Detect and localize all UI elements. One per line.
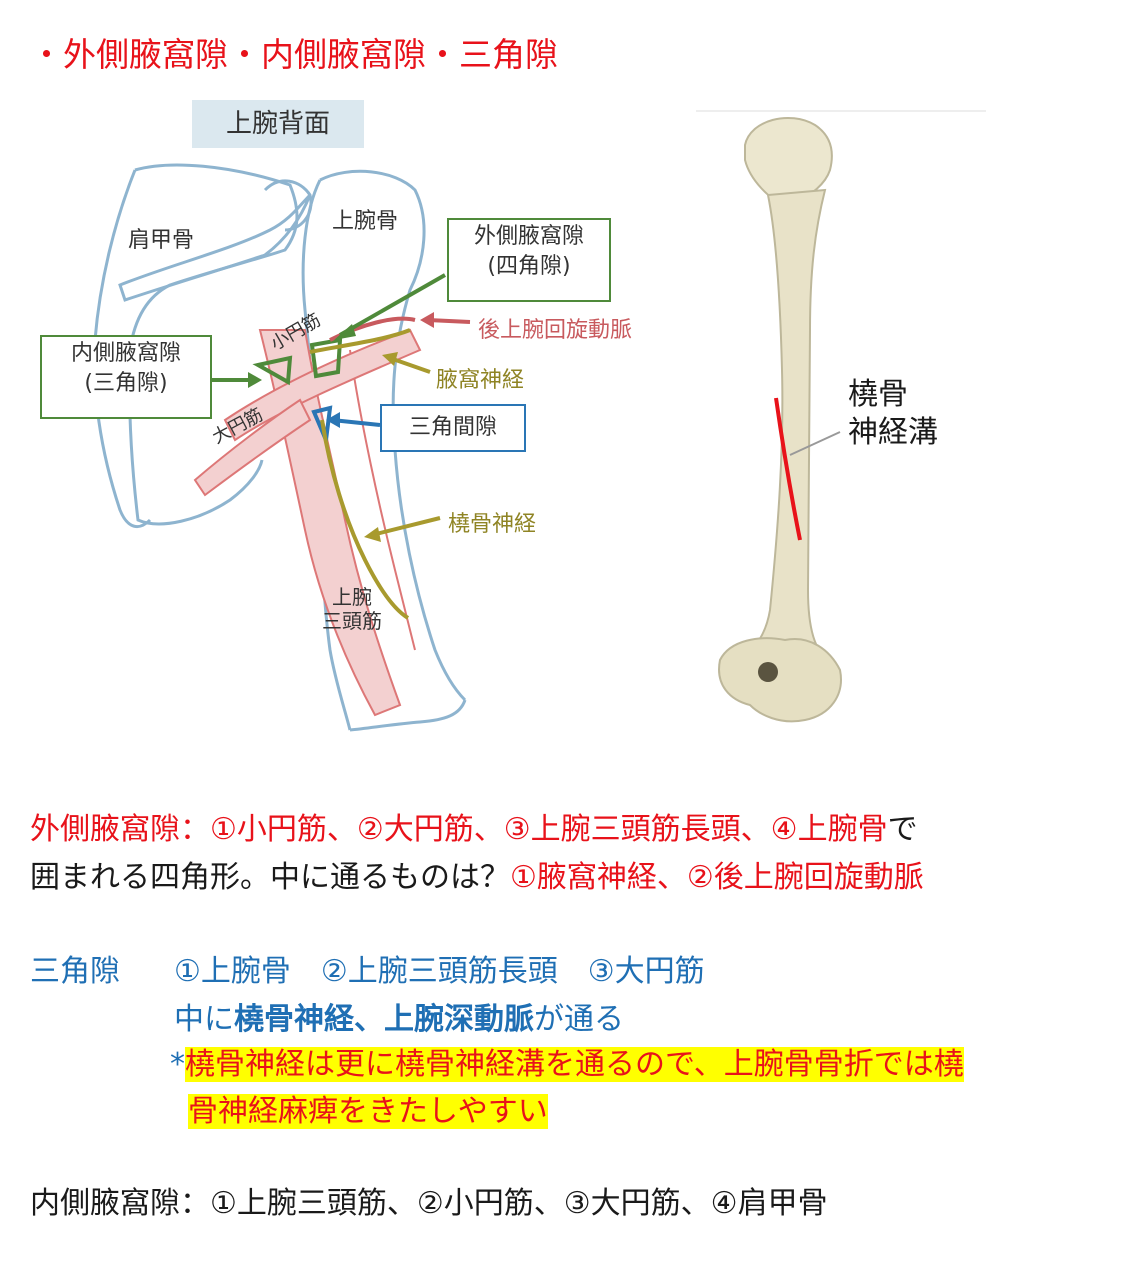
bone-head: [744, 116, 833, 207]
label-triceps-line1: 上腕: [332, 585, 372, 609]
bone-fossa: [758, 662, 778, 682]
medial-space-box: 内側腋窩隙 (三角隙): [40, 335, 212, 419]
lateral-pointer: [339, 273, 446, 337]
radial-groove-label-line1: 橈骨: [848, 377, 908, 412]
radial-groove-label-line2: 神経溝: [848, 415, 938, 450]
lateral-question: 囲まれる四角形。中に通るものは？: [30, 860, 510, 895]
medial-pointer-head: [248, 372, 262, 388]
lateral-box-line2: (四角隙): [487, 254, 571, 279]
page-heading: ・外側腋窩隙・内側腋窩隙・三角隙: [30, 35, 558, 74]
triangular-space-outline: [252, 355, 293, 386]
radial-groove-label: 橈骨 神経溝: [848, 376, 938, 452]
radial-groove: [774, 397, 802, 541]
triangular-passage-bold: 橈骨神経、上腕深動脈: [234, 1002, 534, 1037]
radial-pointer-head: [364, 527, 381, 542]
lateral-line1: 外側腋窩隙：①小円筋、②大円筋、③上腕三頭筋長頭、④上腕骨で: [30, 808, 918, 852]
medial-box-line1: 内側腋窩隙: [70, 341, 181, 366]
triangular-note-line2: 骨神経麻痺をきたしやすい: [188, 1090, 548, 1134]
acromion: [263, 179, 313, 232]
shoulder-diagram: [0, 90, 700, 750]
axillary-pointer-head: [382, 352, 398, 366]
radial-nerve-line: [320, 419, 410, 620]
humerus-elbow: [349, 699, 467, 732]
label-axillary-nerve: 腋窩神経: [436, 368, 525, 393]
humerus-bone-figure: [690, 110, 990, 730]
medial-definition: 内側腋窩隙：①上腕三頭筋、②小円筋、③大円筋、④肩甲骨: [30, 1186, 828, 1221]
label-humerus: 上腕骨: [332, 209, 399, 234]
lateral-definition-tail: で: [887, 812, 918, 847]
artery-pointer: [427, 318, 471, 324]
radial-pointer: [371, 516, 441, 537]
humerus-outline: [319, 169, 467, 702]
axillary-nerve-line: [309, 328, 411, 354]
scapula-outline: [127, 163, 299, 526]
lateral-space-box: 外側腋窩隙 (四角隙): [447, 218, 611, 302]
lateral-box-line1: 外側腋窩隙: [473, 224, 584, 249]
triangular-passage: 中に橈骨神経、上腕深動脈が通る: [174, 998, 624, 1042]
lateral-line2: 囲まれる四角形。中に通るものは？①腋窩神経、②後上腕回旋動脈: [30, 856, 924, 900]
medial-box-line2: (三角隙): [84, 371, 168, 396]
quadrangular-space-outline: [309, 337, 343, 379]
lateral-definition: 外側腋窩隙：①小円筋、②大円筋、③上腕三頭筋長頭、④上腕骨: [30, 812, 888, 847]
triangular-passage-post: が通る: [534, 1002, 624, 1037]
triangular-label: 三角隙: [30, 954, 120, 989]
triangular-passage-pre: 中に: [174, 1002, 234, 1037]
interval-pointer-head: [326, 412, 340, 428]
triangular-items: ①上腕骨 ②上腕三頭筋長頭 ③大円筋: [174, 954, 705, 989]
diagram-title: 上腕背面: [192, 100, 364, 148]
lateral-answer: ①腋窩神経、②後上腕回旋動脈: [510, 860, 924, 895]
label-radial-nerve: 橈骨神経: [448, 512, 537, 537]
note-text-line2: 骨神経麻痺をきたしやすい: [188, 1094, 548, 1129]
lateral-pointer-head: [334, 324, 356, 340]
label-scapula: 肩甲骨: [128, 228, 195, 253]
humerus-bone-illustration: [696, 110, 986, 723]
triceps-lateral: [349, 349, 416, 651]
label-triceps: 上腕 三頭筋: [322, 585, 382, 633]
bone-distal-end: [718, 637, 842, 723]
note-star: *: [170, 1047, 185, 1082]
shoulder-illustration: [92, 163, 471, 732]
artery-pointer-head: [420, 312, 434, 328]
groove-pointer: [789, 431, 841, 456]
triangular-interval-box: 三角間隙: [380, 404, 526, 452]
note-text-line1: 橈骨神経は更に橈骨神経溝を通るので、上腕骨骨折では橈: [185, 1047, 964, 1082]
axillary-pointer: [389, 356, 431, 374]
teres-major-muscle: [193, 398, 312, 497]
triangular-interval-outline: [311, 405, 333, 448]
label-circumflex-artery: 後上腕回旋動脈: [478, 318, 633, 343]
label-triceps-line2: 三頭筋: [322, 609, 382, 633]
triangular-note-line1: *橈骨神経は更に橈骨神経溝を通るので、上腕骨骨折では橈: [170, 1043, 964, 1087]
